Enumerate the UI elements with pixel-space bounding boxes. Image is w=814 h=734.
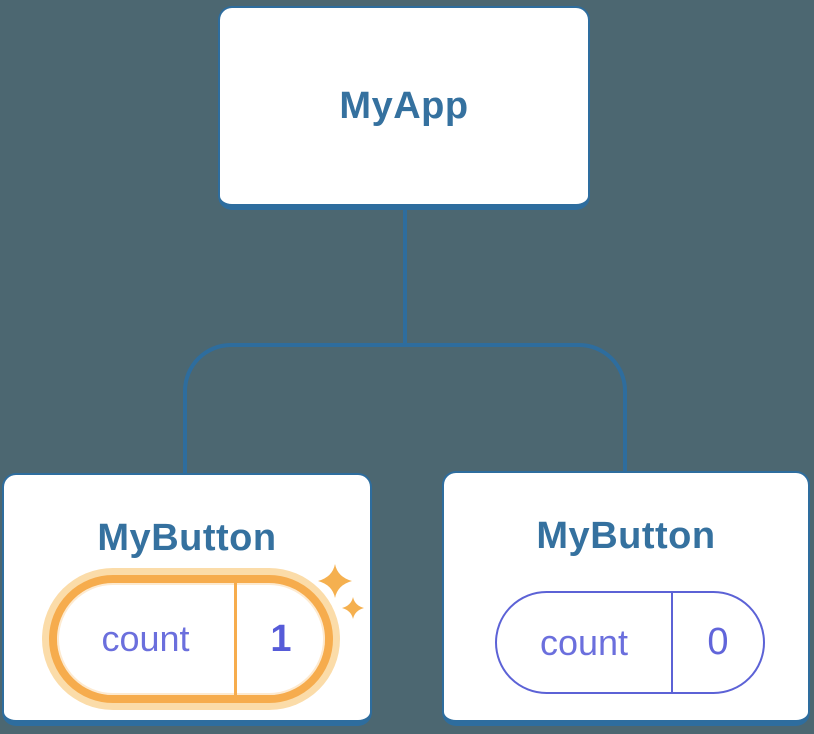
state-value: 0 (707, 621, 729, 663)
node-mybutton-2: MyButton count 0 (442, 471, 810, 726)
state-pill-plain: count 0 (495, 591, 765, 694)
node-mybutton-2-label: MyButton (536, 515, 716, 557)
node-myapp: MyApp (218, 6, 590, 210)
connector-branch (183, 343, 627, 473)
node-mybutton-1: MyButton count 1 (2, 473, 372, 726)
state-pill-highlighted: count 1 (49, 575, 333, 703)
state-key-label: count (497, 593, 673, 692)
state-key-label: count (57, 583, 237, 695)
connector-stem (403, 210, 407, 344)
sparkles-icon (318, 564, 364, 619)
state-value: 1 (270, 617, 292, 660)
node-myapp-label: MyApp (339, 84, 469, 127)
node-mybutton-1-label: MyButton (97, 517, 277, 559)
